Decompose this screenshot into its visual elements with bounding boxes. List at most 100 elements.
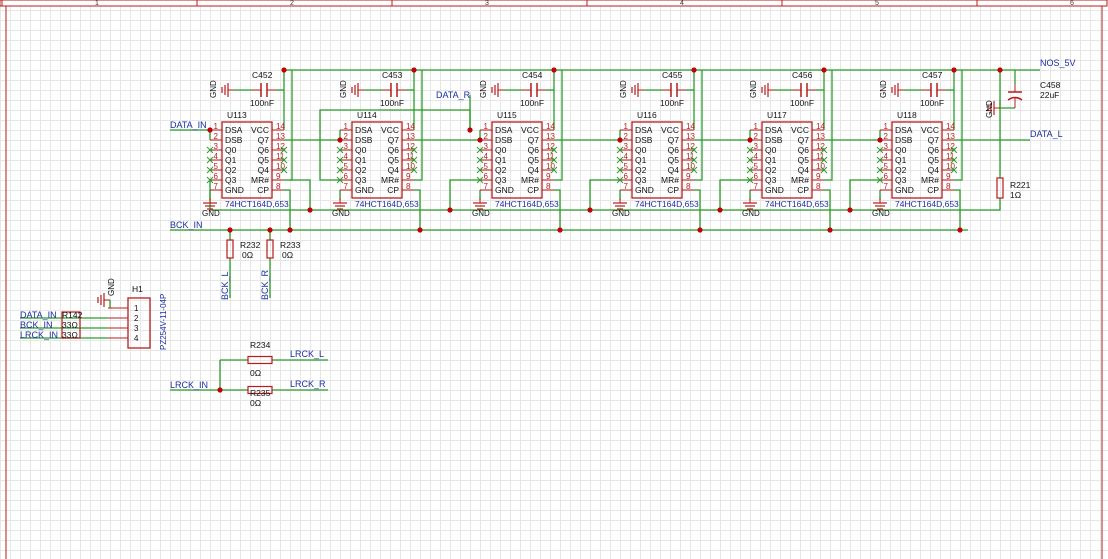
- ic-pin-name: Q4: [528, 165, 540, 175]
- ic-pin-name: Q4: [258, 165, 270, 175]
- ic-pin-number: 9: [406, 172, 411, 181]
- capacitor-value: 100nF: [250, 98, 274, 108]
- q3-link: [719, 179, 750, 210]
- mr-wire: [414, 70, 423, 181]
- connector-reference: H1: [132, 284, 143, 294]
- ic-pin-name: CP: [257, 185, 269, 195]
- ic-pin-name: Q0: [895, 145, 907, 155]
- ic-pin-number: 9: [816, 172, 821, 181]
- no-connect-mark: [550, 146, 558, 154]
- ic-pin-name: DSA: [895, 125, 913, 135]
- ic-pin-name: MR#: [251, 175, 269, 185]
- resistor-reference: R142: [62, 310, 83, 320]
- ic-pin-number: 13: [946, 132, 955, 141]
- gnd-label: GND: [332, 209, 350, 218]
- ic-reference: U118: [897, 110, 917, 120]
- ic-pin-number: 5: [624, 162, 629, 171]
- ic-pin-name: Q6: [388, 145, 400, 155]
- no-connect-mark: [206, 156, 214, 164]
- no-connect-mark: [820, 146, 828, 154]
- mr-wire: [824, 70, 833, 181]
- ic-pin-number: 7: [754, 182, 759, 191]
- resistor-reference: R232: [240, 240, 261, 250]
- gnd-label: GND: [339, 80, 348, 98]
- no-connect-mark: [950, 156, 958, 164]
- sheet-column-number: 6: [1070, 0, 1074, 7]
- ic-pin-number: 6: [754, 172, 759, 181]
- ic-pin-number: 4: [344, 152, 349, 161]
- ic-pin-name: Q5: [798, 155, 810, 165]
- ic-pin-number: 1: [344, 122, 349, 131]
- no-connect-mark: [550, 166, 558, 174]
- ic-pin-name: Q7: [668, 135, 680, 145]
- no-connect-mark: [280, 166, 288, 174]
- ic-pin-name: GND: [765, 185, 784, 195]
- ic-pin-number: 1: [884, 122, 889, 131]
- ic-pin-number: 14: [686, 122, 695, 131]
- sheet-column-number: 1: [95, 0, 99, 7]
- q3-link: [449, 179, 480, 210]
- ic-pin-number: 4: [884, 152, 889, 161]
- ic-pin-number: 3: [214, 142, 219, 151]
- capacitor-reference: C456: [792, 70, 813, 80]
- no-connect-mark: [876, 166, 884, 174]
- no-connect-mark: [206, 166, 214, 174]
- gnd-label: GND: [985, 100, 994, 118]
- ic-pin-name: Q2: [635, 165, 647, 175]
- no-connect-mark: [336, 176, 344, 184]
- ic-pin-name: Q6: [928, 145, 940, 155]
- ic-pin-name: VCC: [791, 125, 809, 135]
- junction-dot: [447, 207, 453, 213]
- capacitor-value: 100nF: [380, 98, 404, 108]
- sheet-column-number: 4: [680, 0, 684, 7]
- ic-pin-number: 2: [214, 132, 219, 141]
- net-label-bck-in: BCK_IN: [170, 220, 203, 230]
- ic-pin-number: 9: [946, 172, 951, 181]
- junction-dot: [467, 127, 473, 133]
- bulk-cap-gnd-wire: [999, 100, 1015, 109]
- resistor-value: 33Ω: [62, 320, 78, 330]
- junctions-layer: [207, 67, 1003, 393]
- ic-pin-number: 13: [546, 132, 555, 141]
- resistor-value: 0Ω: [250, 368, 261, 378]
- ic-pin-number: 2: [624, 132, 629, 141]
- clock-wire: [694, 189, 701, 230]
- ic-pin-number: 6: [344, 172, 349, 181]
- ic-pin-number: 8: [686, 182, 691, 191]
- ic-pin-number: 5: [344, 162, 349, 171]
- ic-pin-number: 5: [484, 162, 489, 171]
- resistor-reference: R233: [280, 240, 301, 250]
- no-connect-mark: [616, 166, 624, 174]
- gnd-label: GND: [107, 278, 116, 296]
- net-label-data-in: DATA_IN: [20, 310, 57, 320]
- ic-pin-name: GND: [495, 185, 514, 195]
- resistor-array-r142: [61, 311, 81, 339]
- no-connect-mark: [950, 166, 958, 174]
- junction-dot: [691, 67, 697, 73]
- ic-pin-number: 8: [406, 182, 411, 191]
- ic-pin-name: Q1: [495, 155, 507, 165]
- ic-pin-number: 9: [686, 172, 691, 181]
- ic-pin-name: Q1: [765, 155, 777, 165]
- junction-dot: [957, 227, 963, 233]
- ic-pin-name: Q3: [355, 175, 367, 185]
- ic-pin-name: Q5: [528, 155, 540, 165]
- junction-dot: [587, 207, 593, 213]
- ic-pin-name: Q4: [798, 165, 810, 175]
- ic-pin-name: MR#: [921, 175, 939, 185]
- ic-pin-number: 12: [406, 142, 415, 151]
- ic-pin-number: 3: [754, 142, 759, 151]
- ic-pin-number: 6: [484, 172, 489, 181]
- ic-pin-name: Q3: [635, 175, 647, 185]
- ic-pin-number: 3: [484, 142, 489, 151]
- ic-pin-name: CP: [927, 185, 939, 195]
- ic-pin-number: 4: [484, 152, 489, 161]
- junction-dot: [997, 67, 1003, 73]
- junction-dot: [287, 227, 293, 233]
- ic-pin-number: 12: [276, 142, 285, 151]
- net-label-lrck-in: LRCK_IN: [170, 380, 208, 390]
